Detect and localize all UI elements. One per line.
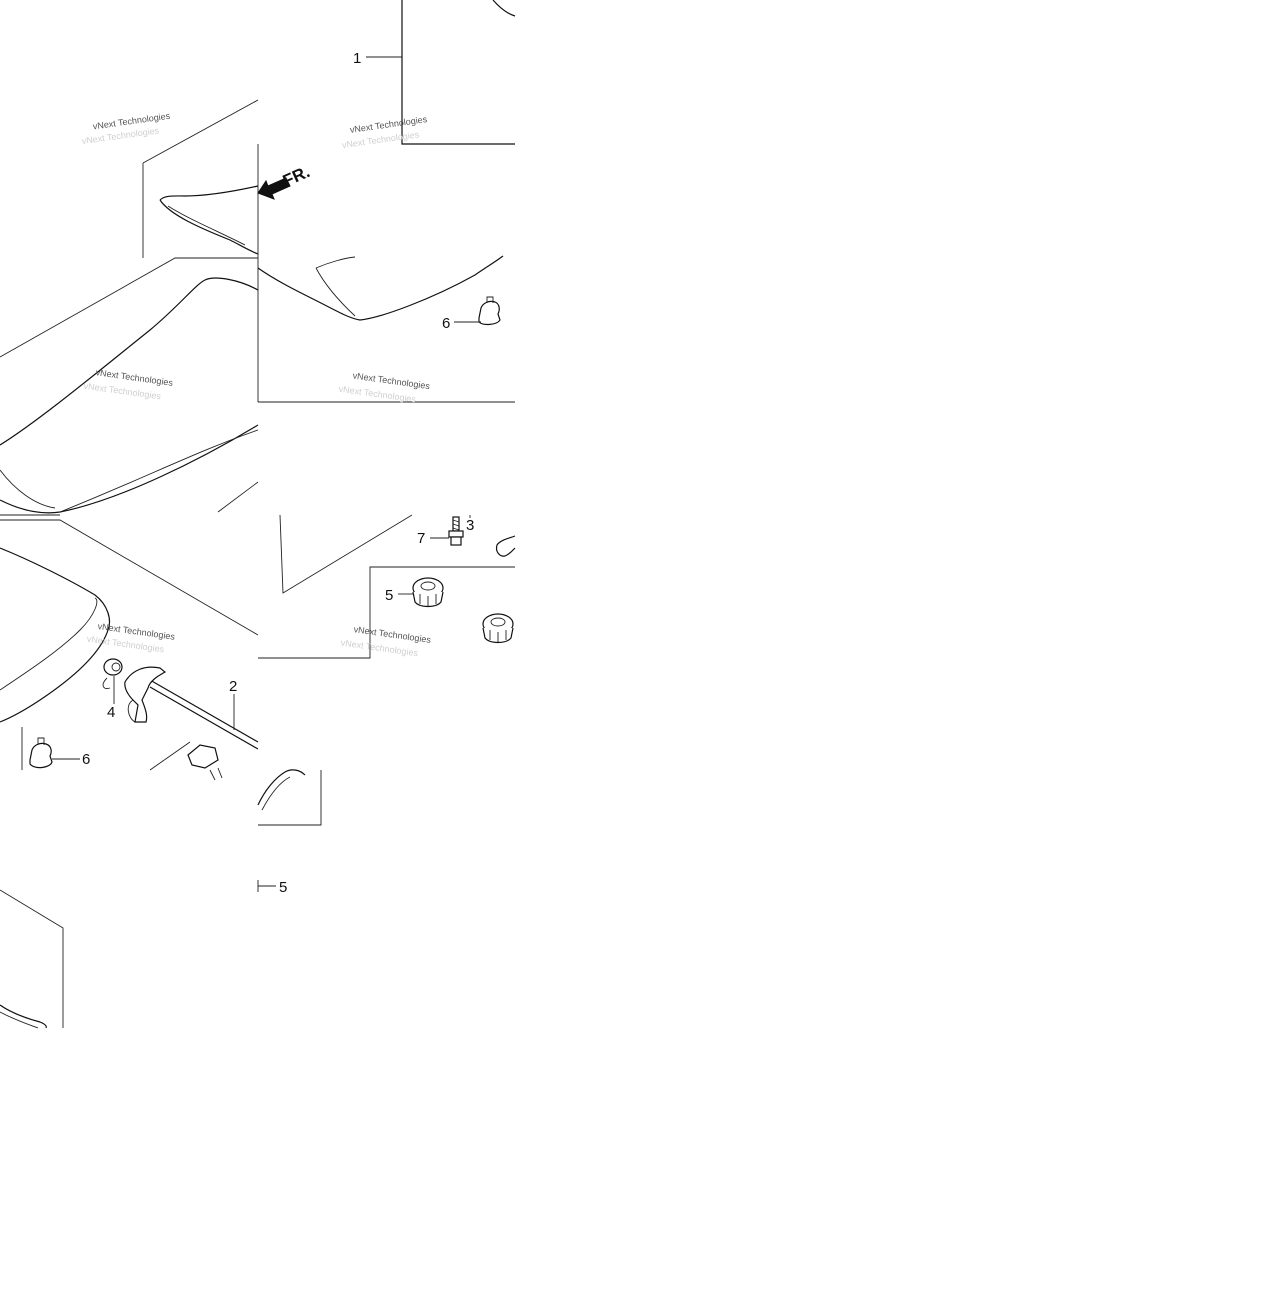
front-direction-arrow: FR. (257, 162, 313, 200)
part-5-grommet-b (482, 613, 514, 644)
seat-body (0, 255, 504, 516)
part-2-lock-cable (124, 666, 259, 781)
part-4-collar (102, 658, 123, 689)
leader-lines (52, 56, 481, 892)
callout-7: 7 (417, 530, 425, 547)
callout-3: 3 (466, 517, 474, 534)
panel-grommets (258, 514, 516, 659)
callout-6-left: 6 (82, 751, 90, 768)
callout-5-lower: 5 (279, 879, 287, 896)
panel-seat-upper (257, 0, 516, 403)
part-6-cushion-right (478, 296, 501, 326)
fr-label: FR. (280, 162, 313, 190)
part-7-bolt (448, 516, 464, 546)
callout-6-right: 6 (442, 315, 450, 332)
seat-base (0, 519, 259, 771)
part-6-cushion-left (29, 737, 53, 769)
callout-4: 4 (107, 704, 115, 721)
callout-5-grommet: 5 (385, 587, 393, 604)
arrow-icon (257, 177, 291, 200)
callout-1: 1 (353, 50, 361, 67)
panel-seat-front (142, 99, 259, 258)
callout-labels: 1 2 3 4 5 5 6 6 7 (82, 50, 474, 896)
watermarks: vNext Technologies vNext Technologies vN… (81, 111, 432, 659)
panel-lower-inset (0, 889, 64, 1029)
callout-2: 2 (229, 678, 237, 695)
panel-hinge (257, 769, 322, 826)
part-5-grommet-a (412, 577, 444, 608)
